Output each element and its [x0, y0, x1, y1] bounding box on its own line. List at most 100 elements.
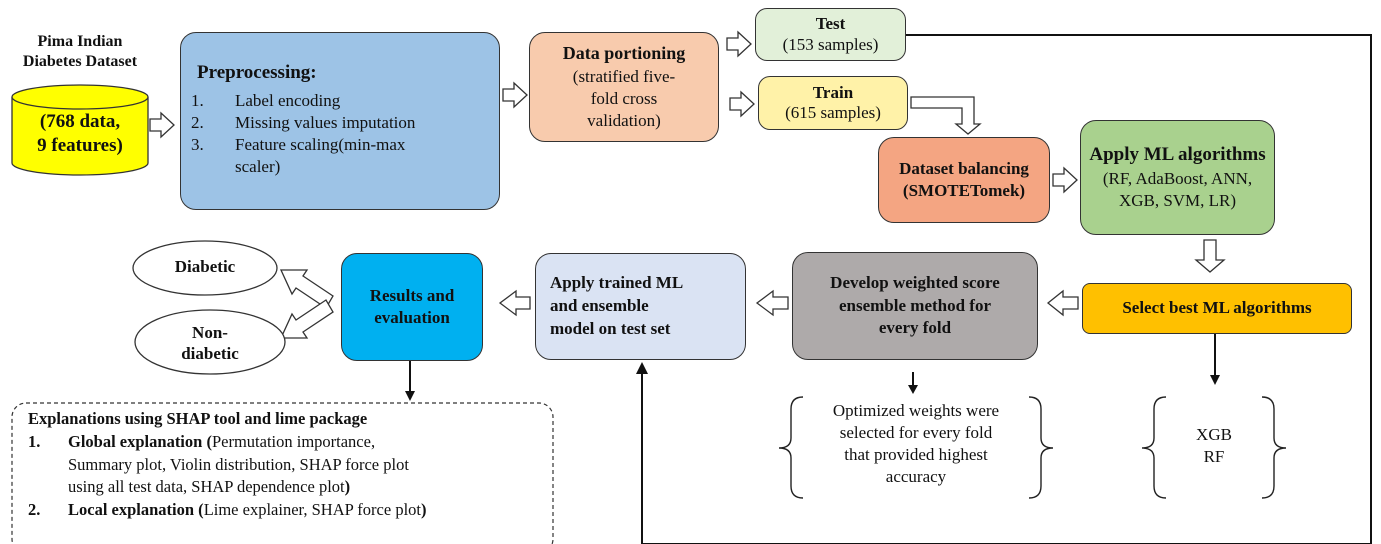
arrow-results-to-nondiabetic: [279, 299, 334, 339]
apply-ml-box: Apply ML algorithms (RF, AdaBoost, ANN, …: [1080, 120, 1275, 235]
dataset-title: Pima Indian Diabetes Dataset: [5, 32, 155, 72]
global-line3-close: ): [344, 477, 351, 497]
results-box: Results and evaluation: [341, 253, 483, 361]
arrow-portioning-to-test: [726, 30, 752, 58]
train-box: Train (615 samples): [758, 76, 908, 130]
nondiabetic-ellipse: [134, 309, 286, 375]
item-text: Global explanation (Permutation importan…: [68, 431, 375, 454]
note-line1: Optimized weights were: [832, 401, 1000, 420]
apply-trained-line2: and ensemble: [550, 296, 649, 316]
weighted-line1: Develop weighted score: [830, 272, 1000, 292]
item-number: 2.: [191, 112, 204, 132]
apply-ml-title: Apply ML algorithms: [1089, 144, 1266, 166]
explanations-title: Explanations using SHAP tool and lime pa…: [28, 409, 368, 428]
note-right-brace: [1028, 396, 1054, 499]
select-best-label: Select best ML algorithms: [1122, 298, 1312, 318]
best-right-brace: [1261, 396, 1287, 499]
portioning-line2: fold cross: [590, 88, 658, 108]
balancing-line1: Dataset balancing: [899, 158, 1029, 178]
dataset-cylinder-label: (768 data, 9 features): [12, 110, 148, 158]
preprocessing-item: 3. Feature scaling(min-max: [191, 134, 489, 156]
weighted-line3: every fold: [878, 318, 952, 338]
local-label: Local explanation (: [68, 500, 204, 520]
dataset-size-line2: 9 features): [37, 134, 123, 156]
arrow-weighted-to-apply-trained: [755, 289, 789, 317]
explanation-item-global: 1. Global explanation (Permutation impor…: [28, 431, 550, 454]
item-number: 1.: [191, 90, 204, 110]
best-left-brace: [1141, 396, 1167, 499]
arrow-apply-ml-to-select: [1194, 239, 1226, 273]
global-line3: using all test data, SHAP dependence plo…: [28, 476, 550, 499]
arrow-train-to-balancing: [910, 96, 982, 135]
train-samples: (615 samples): [785, 103, 881, 122]
preprocessing-box: Preprocessing: 1. Label encoding 2. Missin…: [180, 32, 500, 210]
item-text: Missing values imputation: [235, 112, 416, 132]
diabetic-ellipse: [132, 240, 278, 296]
preprocessing-title: Preprocessing:: [197, 62, 317, 83]
dataset-cylinder: [11, 84, 149, 176]
cylinder-top: [11, 84, 149, 110]
arrow-preprocessing-to-portioning: [502, 81, 528, 109]
item-number: 3.: [191, 134, 204, 154]
arrow-dataset-to-preprocessing: [149, 111, 175, 139]
data-portioning-box: Data portioning (stratified five- fold c…: [529, 32, 719, 142]
dataset-balancing-box: Dataset balancing (SMOTETomek): [878, 137, 1050, 223]
global-text: Permutation importance,: [211, 431, 376, 451]
select-best-box: Select best ML algorithms: [1082, 283, 1352, 334]
results-line2: evaluation: [374, 308, 450, 327]
item-text: Local explanation (Lime explainer, SHAP …: [68, 499, 426, 522]
preprocessing-item: 2. Missing values imputation: [191, 112, 489, 134]
explanations-panel: Explanations using SHAP tool and lime pa…: [28, 408, 550, 522]
apply-ml-line1: (RF, AdaBoost, ANN,: [1102, 168, 1253, 188]
best-algo-2: RF: [1203, 447, 1225, 467]
weights-note: Optimized weights were selected for ever…: [803, 400, 1029, 488]
apply-ml-line2: XGB, SVM, LR): [1118, 190, 1237, 210]
global-line3-text: using all test data, SHAP dependence plo…: [68, 477, 345, 497]
dataset-title-line1: Pima Indian: [37, 33, 123, 50]
global-label: Global explanation (: [68, 431, 212, 451]
test-route-arrowhead: [636, 362, 648, 374]
arrow-select-to-weighted: [1046, 289, 1079, 317]
test-route-right: [906, 34, 1372, 544]
test-samples: (153 samples): [782, 34, 879, 54]
arrow-apply-trained-to-results: [498, 289, 531, 317]
local-text: Lime explainer, SHAP force plot: [203, 500, 421, 520]
dataset-size-line1: (768 data,: [39, 111, 121, 132]
cylinder-body: [11, 97, 149, 176]
apply-trained-box: Apply trained ML and ensemble model on t…: [535, 253, 746, 360]
nondiabetic-line1: Non-: [192, 323, 228, 342]
results-line1: Results and: [369, 285, 455, 305]
item-text: scaler): [235, 156, 281, 176]
best-algorithms: XGB RF: [1166, 424, 1262, 468]
portioning-line1: (stratified five-: [572, 66, 676, 86]
portioning-title: Data portioning: [562, 43, 686, 64]
item-number: 1.: [28, 431, 41, 451]
balancing-line2: (SMOTETomek): [902, 181, 1026, 200]
note-line4: accuracy: [885, 467, 947, 487]
item-text: Feature scaling(min-max: [235, 134, 406, 154]
item-indent: [191, 156, 235, 178]
test-title: Test: [815, 14, 846, 34]
arrowhead-best: [1210, 375, 1220, 385]
item-text: Label encoding: [235, 90, 341, 110]
local-close: ): [420, 500, 427, 520]
apply-trained-line3: model on test set: [550, 318, 671, 338]
apply-trained-line1: Apply trained ML: [550, 273, 684, 293]
diabetic-label: Diabetic: [133, 256, 277, 278]
global-line2: Summary plot, Violin distribution, SHAP …: [68, 454, 409, 474]
arrow-balancing-to-apply-ml: [1052, 166, 1078, 194]
explanation-item-local: 2. Local explanation (Lime explainer, SH…: [28, 499, 550, 522]
train-title: Train: [812, 82, 854, 102]
explanations-dashed-box: [11, 402, 554, 544]
arrow-portioning-to-train: [729, 90, 755, 118]
arrowhead-explanations: [405, 391, 415, 401]
weighted-line2: ensemble method for: [838, 295, 992, 315]
arrowhead-note: [908, 385, 918, 394]
test-box: Test (153 samples): [755, 8, 906, 61]
preprocessing-item: 1. Label encoding: [191, 90, 489, 112]
preprocessing-item-cont: scaler): [191, 156, 489, 178]
preprocessing-list: 1. Label encoding 2. Missing values imputa…: [191, 90, 489, 178]
weighted-ensemble-box: Develop weighted score ensemble method f…: [792, 252, 1038, 360]
